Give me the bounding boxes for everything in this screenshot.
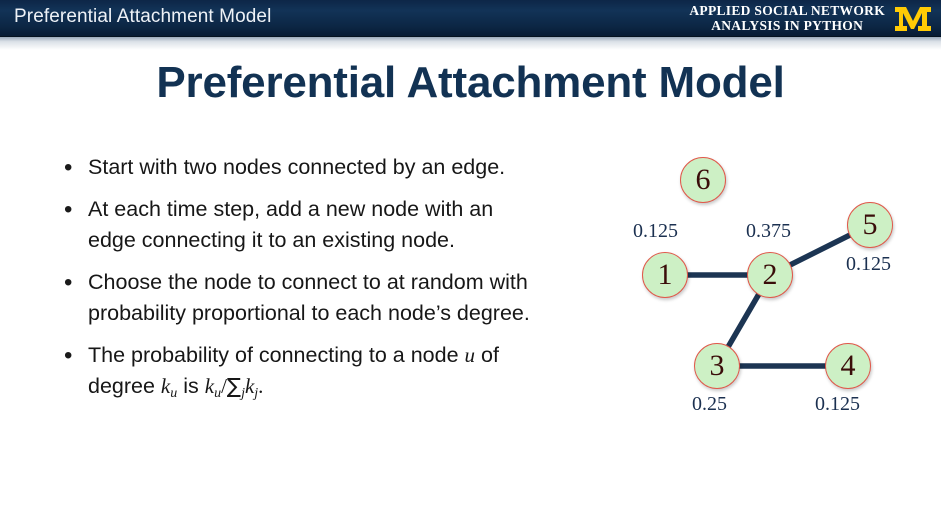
- prob-label-1: 0.125: [633, 220, 678, 242]
- node-1: 1: [642, 252, 688, 298]
- bullet-start-two-nodes: Start with two nodes connected by an edg…: [88, 155, 506, 179]
- formula-var-k-second: k: [204, 374, 215, 398]
- formula-period: .: [258, 374, 264, 398]
- prob-label-2: 0.375: [746, 220, 791, 242]
- node-6-label: 6: [695, 163, 711, 196]
- bullet-marker-icon: •: [64, 196, 73, 223]
- node-3: 3: [694, 343, 740, 389]
- node-4-label: 4: [840, 349, 856, 382]
- list-item: • At each time step, add a new node with…: [58, 194, 533, 256]
- node-3-label: 3: [709, 349, 725, 382]
- page-title: Preferential Attachment Model: [156, 58, 785, 107]
- formula-summation-sign: ∑: [226, 374, 242, 398]
- node-5-label: 5: [862, 208, 878, 241]
- formula-sub-j: j: [254, 385, 259, 401]
- node-4: 4: [825, 343, 871, 389]
- bullet-marker-icon: •: [64, 342, 73, 369]
- node-6: 6: [680, 157, 726, 203]
- formula-line2-prefix: node: [410, 343, 465, 367]
- course-brand-line-1: APPLIED SOCIAL NETWORK: [689, 3, 885, 18]
- prob-label-5: 0.125: [846, 253, 891, 275]
- node-2-label: 2: [762, 258, 778, 291]
- bullet-marker-icon: •: [64, 154, 73, 181]
- bullet-choose-node-probability: Choose the node to connect to at random …: [88, 270, 530, 325]
- formula-sub-u-first: u: [170, 385, 178, 401]
- formula-sub-u-second: u: [214, 385, 222, 401]
- prob-label-3: 0.25: [692, 393, 727, 415]
- formula-var-k-third: k: [244, 374, 255, 398]
- list-item: • Start with two nodes connected by an e…: [58, 152, 533, 183]
- bullet-probability-formula: The probability of connecting to a node …: [88, 340, 533, 409]
- university-of-michigan-m-logo: [891, 2, 935, 35]
- prob-label-4: 0.125: [815, 393, 860, 415]
- formula-var-u: u: [464, 343, 476, 367]
- bullet-marker-icon: •: [64, 269, 73, 296]
- node-1-label: 1: [657, 258, 673, 291]
- bullet-add-node-each-step: At each time step, add a new node with a…: [88, 197, 494, 252]
- header-slide-title: Preferential Attachment Model: [14, 6, 272, 27]
- formula-prefix: The probability of connecting to a: [88, 343, 411, 367]
- course-brand: APPLIED SOCIAL NETWORK ANALYSIS IN PYTHO…: [689, 3, 885, 33]
- formula-mid: of degree: [88, 343, 499, 398]
- course-brand-line-2: ANALYSIS IN PYTHON: [711, 18, 864, 33]
- list-item: • Choose the node to connect to at rando…: [58, 267, 533, 329]
- list-item: • The probability of connecting to a nod…: [58, 340, 533, 409]
- formula-is-word: is: [177, 374, 205, 398]
- formula-var-k-first: k: [160, 374, 171, 398]
- node-2: 2: [747, 252, 793, 298]
- formula-slash: /: [221, 374, 227, 398]
- bullet-list: • Start with two nodes connected by an e…: [58, 152, 533, 420]
- header-drop-shadow: [0, 37, 941, 50]
- formula-summation-index: j: [241, 385, 245, 401]
- node-5: 5: [847, 202, 893, 248]
- preferential-attachment-graph-figure: 6 1 2 5 3 4 0.125 0.375 0.125 0.25 0.125: [608, 145, 941, 430]
- header-bar: Preferential Attachment Model APPLIED SO…: [0, 0, 941, 37]
